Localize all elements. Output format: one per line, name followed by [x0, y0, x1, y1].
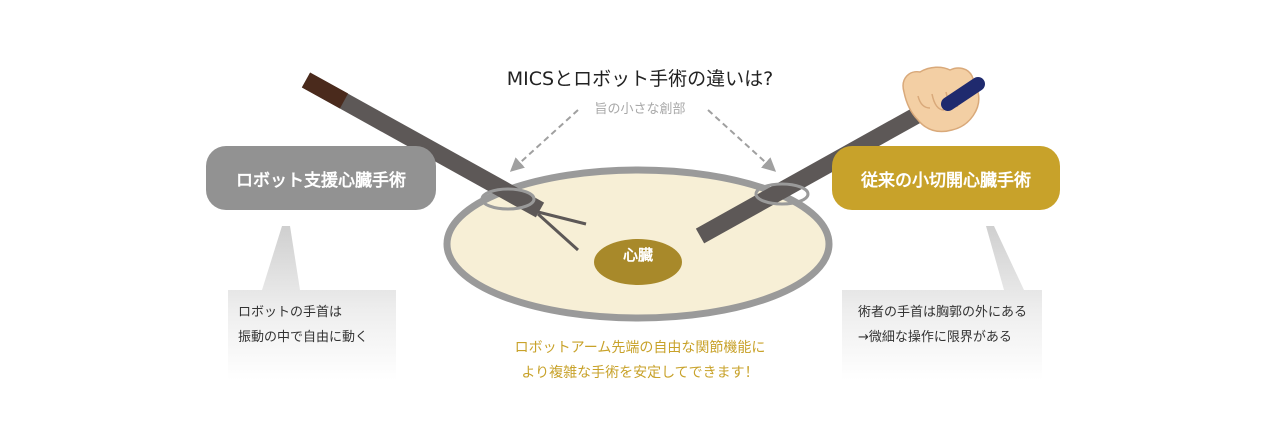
robot-note-line-1: ロボットの手首は	[238, 305, 343, 320]
incision-label: 旨の小さな創部	[594, 102, 686, 117]
callout-robot	[228, 226, 396, 380]
dashed-arrow-right	[707, 109, 777, 172]
robot-instrument-cap	[301, 72, 349, 109]
bottom-caption: ロボットアーム先端の自由な関節機能に より複雑な手術を安定してできます！	[0, 336, 1280, 386]
bottom-caption-line-1: ロボットアーム先端の自由な関節機能に	[514, 340, 766, 356]
hand-icon	[902, 66, 985, 133]
heart-label: 心臓	[622, 246, 653, 264]
conventional-note-line-1: 術者の手首は胸郭の外にある	[858, 305, 1028, 320]
robot-jaw-upper	[537, 210, 587, 226]
robot-jaw-lower	[536, 212, 580, 252]
robot-note: ロボットの手首は 振動の中で自由に動く	[238, 300, 368, 350]
instrument-grip	[941, 77, 985, 111]
callout-conv	[842, 226, 1042, 380]
robot-note-line-2: 振動の中で自由に動く	[238, 330, 369, 345]
bottom-caption-line-2: より複雑な手術を安定してできます！	[521, 365, 759, 381]
dashed-arrow-left	[509, 109, 579, 172]
conventional-note: 術者の手首は胸郭の外にある →微細な操作に限界がある	[858, 300, 1027, 350]
port-ring-right	[754, 182, 810, 206]
heart-shape	[594, 239, 682, 285]
diagram-title: MICSとロボット手術の違いは?	[506, 68, 774, 90]
conventional-surgery-label: 従来の小切開心臓手術	[832, 146, 1060, 210]
robot-surgery-label: ロボット支援心臓手術	[206, 146, 436, 210]
port-ring-left	[480, 187, 536, 211]
conventional-note-line-2: →微細な操作に限界がある	[858, 330, 1012, 345]
